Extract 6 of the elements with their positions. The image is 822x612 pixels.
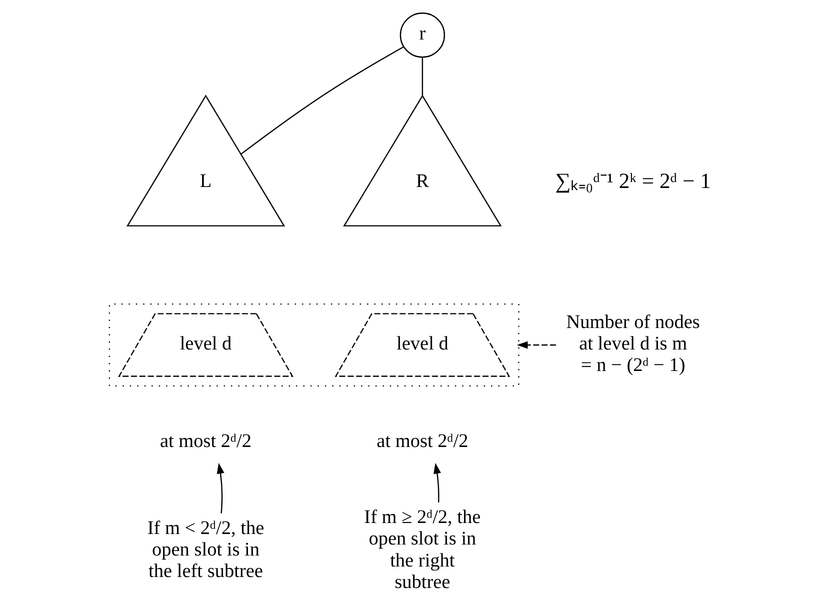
node-text: If m ≥ 2ᵈ/2, the open slot is in the right subtree xyxy=(364,506,481,593)
node-text: Number of nodes at level d is m = n − (2ᵈ − 1) xyxy=(566,312,700,376)
node-text: If m < 2ᵈ/2, the open slot is in the left subtree xyxy=(147,518,264,582)
node-text: at most 2ᵈ/2 xyxy=(376,431,468,452)
label: ∑ₖ₌₀ᵈ⁻¹ 2ᵏ = 2ᵈ − 1 xyxy=(555,168,711,193)
node-text: at most 2ᵈ/2 xyxy=(160,431,252,452)
